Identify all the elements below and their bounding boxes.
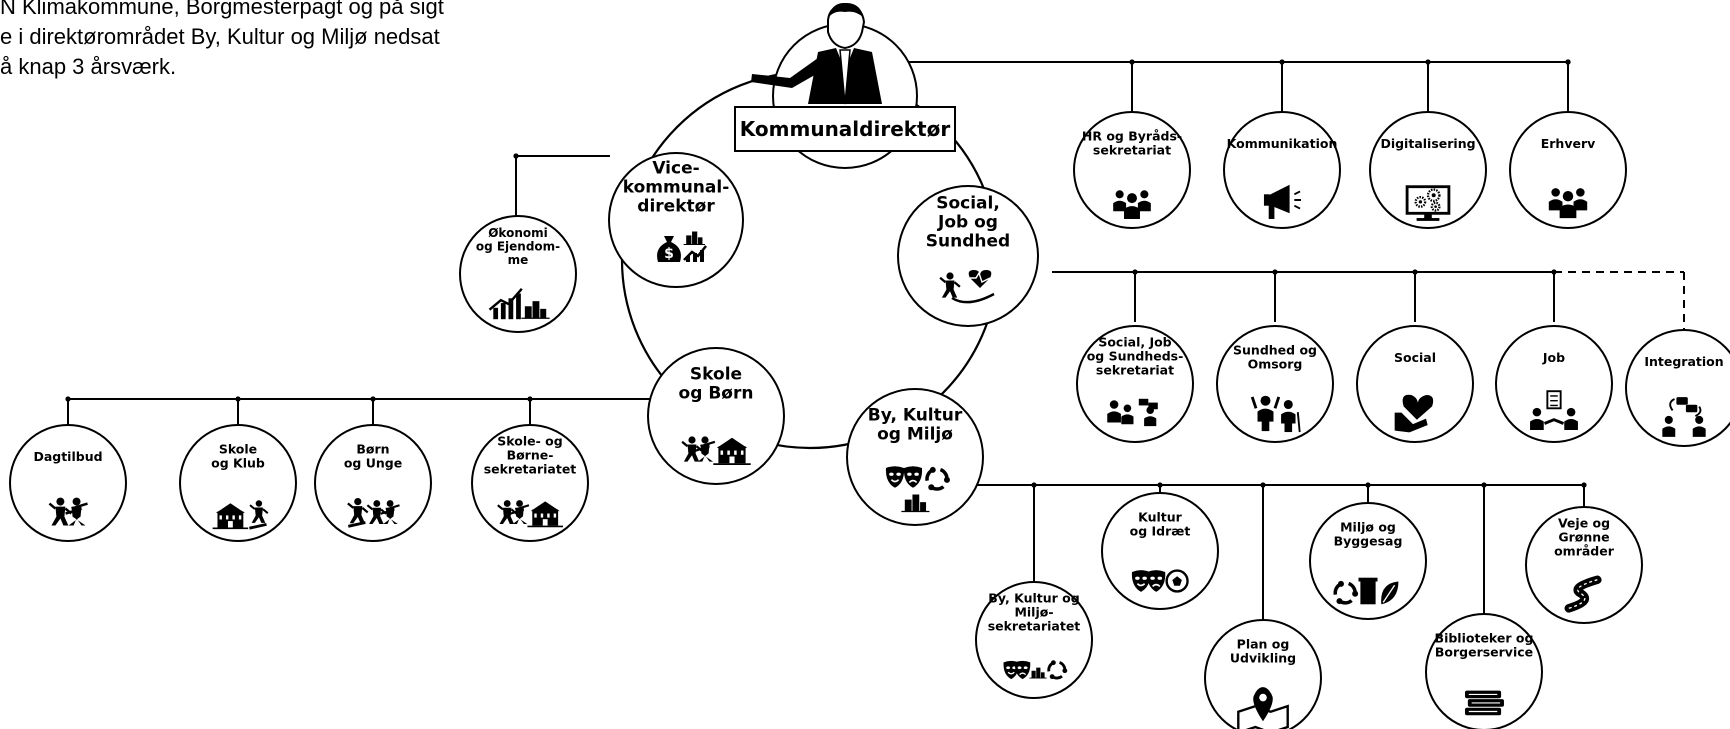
area-social-circle [897, 185, 1039, 327]
vice-director-label: Vice-kommunal-direktør [623, 159, 730, 217]
junction-dot [1565, 59, 1571, 65]
junction-dot [65, 396, 71, 402]
staff-digitalisering-label: Digitalisering [1380, 136, 1475, 151]
by-veje-circle [1525, 506, 1643, 624]
social-sjs_sek-circle [1076, 325, 1194, 443]
junction-dot [513, 153, 519, 159]
masks-recycle-city-icon [885, 466, 950, 513]
social-sundhed-circle [1216, 325, 1334, 443]
svg-text:$: $ [664, 246, 674, 262]
skater-children-icon [347, 497, 400, 528]
people-meeting-icon [1107, 398, 1158, 427]
staff-erhverv-circle [1509, 111, 1627, 229]
recycle-bin-leaf-icon [1333, 577, 1399, 605]
people-group-icon [1113, 190, 1151, 220]
junction-dot [370, 396, 376, 402]
masks-football-icon [1131, 569, 1189, 593]
intro-line: å knap 3 årsværk. [0, 54, 177, 79]
elderly-care-icon [1250, 395, 1301, 433]
social-integration-circle [1625, 329, 1730, 447]
economy-circle [459, 215, 577, 333]
children-school-icon [497, 500, 563, 528]
skole-skole_sek-circle [471, 424, 589, 542]
director-label-box [734, 106, 956, 152]
map-pin-icon [1237, 687, 1289, 729]
junction-dot [1412, 269, 1418, 275]
social-job-circle [1495, 325, 1613, 443]
heart-hands-icon [1393, 394, 1434, 434]
junction-dot [527, 396, 533, 402]
by-bibliotek-circle [1425, 613, 1543, 729]
director-figure-icon [751, 2, 882, 105]
junction-dot [1272, 269, 1278, 275]
handshake-document-icon [1530, 390, 1578, 431]
junction-dot [1132, 269, 1138, 275]
staff-kommunikation-label: Kommunikation [1227, 136, 1338, 151]
business-people-icon [1548, 188, 1588, 219]
junction-dot [235, 396, 241, 402]
staff-digitalisering-circle [1369, 111, 1487, 229]
junction-dot [1129, 59, 1135, 65]
masks-city-recycle-icon [1003, 660, 1068, 680]
staff-kommunikation-circle [1223, 111, 1341, 229]
social-job-label: Job [1542, 350, 1565, 365]
by-plan-circle [1204, 619, 1322, 729]
money-bag-buildings-icon: $ [657, 231, 707, 262]
junction-dot [1551, 269, 1557, 275]
skole-dagtilbud-label: Dagtilbud [33, 449, 102, 464]
road-icon [1564, 575, 1602, 613]
intro-line: e i direktørområdet By, Kultur og Miljø … [0, 24, 440, 49]
growth-chart-buildings-icon [488, 288, 550, 320]
intro-text: N Klimakommune, Borgmesterpagt og på sig… [0, 0, 560, 82]
junction-dot [1279, 59, 1285, 65]
books-icon [1465, 690, 1504, 716]
director-label: Kommunaldirektør [740, 117, 951, 141]
staff-hr-label: HR og Byråds-sekretariat [1082, 128, 1182, 157]
skole-dagtilbud-circle [9, 424, 127, 542]
children-school-icon [681, 436, 751, 465]
runner-heart-hand-icon [939, 270, 995, 304]
junction-dot [1425, 59, 1431, 65]
social-social-circle [1356, 325, 1474, 443]
skole-born_unge-circle [314, 424, 432, 542]
social-integration-label: Integration [1644, 354, 1723, 369]
conversation-icon [1662, 397, 1706, 437]
children-play-icon [48, 497, 88, 526]
intro-line: N Klimakommune, Borgmesterpagt og på sig… [0, 0, 444, 19]
social-social-label: Social [1394, 350, 1436, 365]
vice-director-circle [608, 152, 744, 288]
megaphone-icon [1263, 184, 1301, 219]
area-by-circle [846, 388, 984, 526]
staff-erhverv-label: Erhverv [1541, 136, 1596, 151]
school-skater-icon [212, 500, 269, 530]
area-skole-circle [647, 347, 785, 485]
monitor-gears-icon [1405, 185, 1451, 221]
staff-hr-circle [1073, 111, 1191, 229]
by-kultur-circle [1101, 492, 1219, 610]
